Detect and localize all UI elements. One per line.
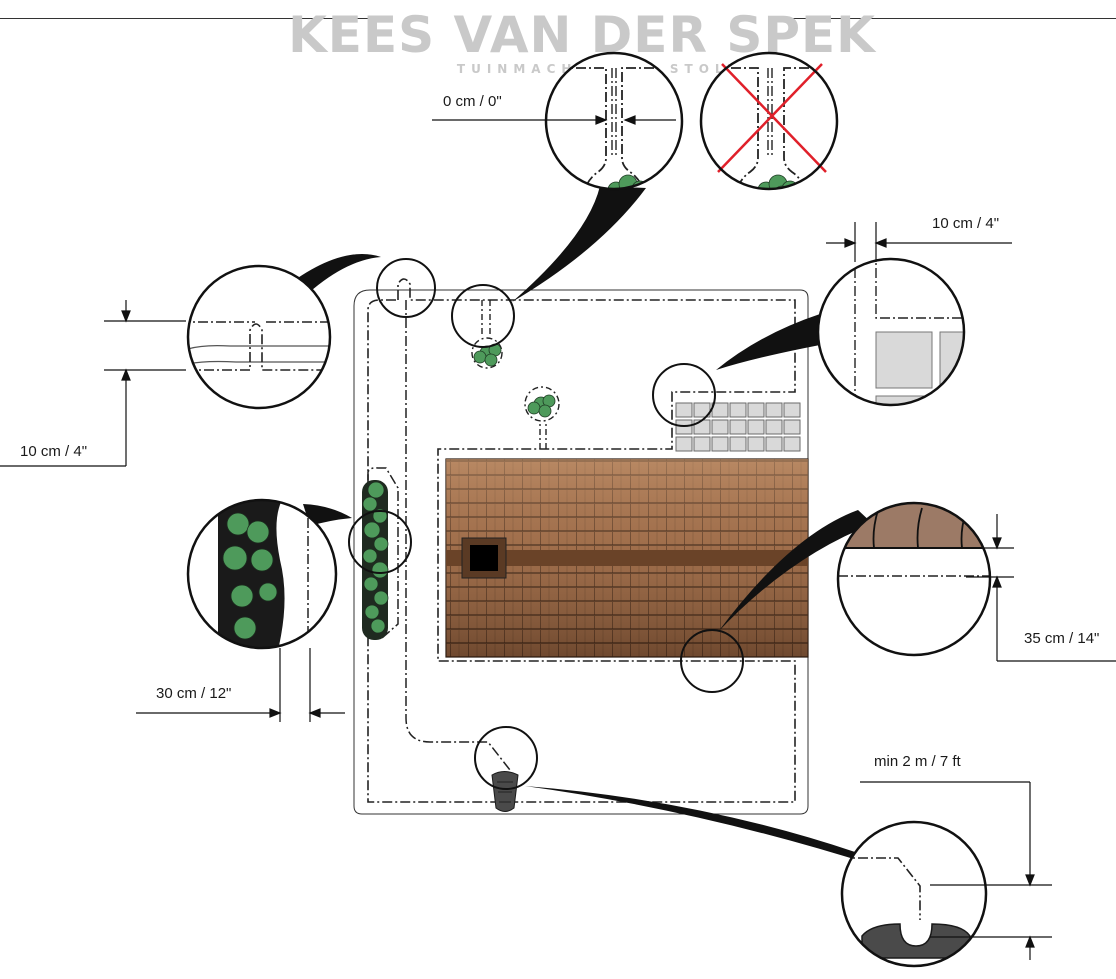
- lawn-edge: [353, 289, 809, 815]
- hedge-wire: [367, 467, 399, 639]
- callout-wedges: [292, 186, 876, 866]
- detail-paving: [816, 257, 966, 407]
- dimension-house: [966, 514, 1116, 662]
- house-roof: [445, 458, 809, 658]
- label-wire-spacing: 0 cm / 0": [443, 93, 502, 110]
- dimension-charging-station: [860, 781, 1052, 960]
- tree-icon: [527, 394, 556, 418]
- island-wire-bush: [481, 300, 491, 336]
- charging-station-icon: [491, 771, 519, 812]
- brand-watermark: KEES VAN DER SPEK TUINMACHINES ★ STOLWIJ…: [288, 0, 876, 78]
- label-paving: 10 cm / 4": [932, 215, 999, 232]
- boundary-wire: [367, 278, 796, 803]
- label-charging-station: min 2 m / 7 ft: [874, 753, 962, 770]
- label-house: 35 cm / 14": [1024, 630, 1099, 647]
- island-wire-tree: [539, 424, 547, 449]
- island-wire-loop: [471, 337, 503, 369]
- paving-tiles: [673, 401, 801, 456]
- plan-focus-circles: [348, 258, 744, 790]
- invalid-cross-icon: [717, 63, 827, 173]
- hedge-row: [362, 480, 389, 640]
- detail-boundary: [186, 264, 332, 410]
- dimension-wire-spacing: [432, 115, 676, 125]
- detail-charging-station: [840, 820, 988, 968]
- dimension-boundary: [0, 300, 186, 467]
- tree-island-loop: [524, 386, 560, 422]
- dimension-paving: [826, 222, 1012, 262]
- garden-plan: [353, 278, 809, 815]
- detail-invalid-spacing: [699, 51, 839, 191]
- detail-hedge: [186, 498, 338, 650]
- dimension-hedge: [136, 648, 345, 722]
- label-boundary: 10 cm / 4": [20, 443, 87, 460]
- label-hedge: 30 cm / 12": [156, 685, 231, 702]
- guide-wire: [405, 300, 511, 771]
